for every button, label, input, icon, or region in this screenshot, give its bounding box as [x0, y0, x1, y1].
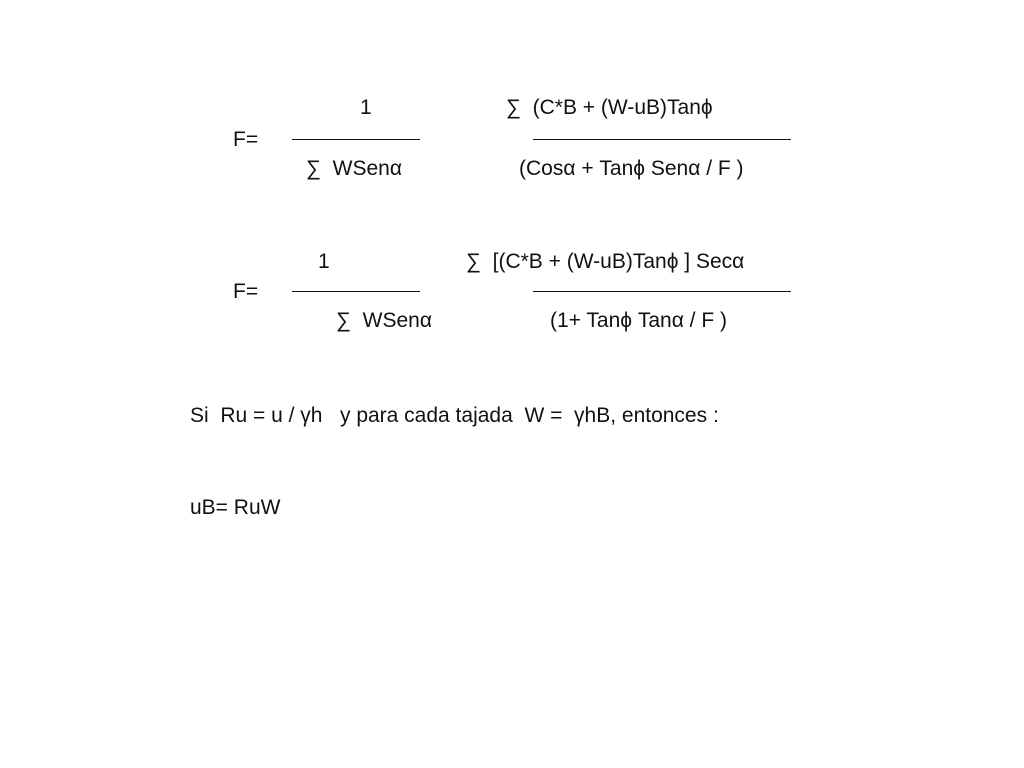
formula-1-fraction-1-bar: [292, 139, 420, 140]
formula-1-lhs: F=: [233, 128, 259, 151]
formula-2-fraction-2-bar: [533, 291, 791, 292]
formula-2-fraction-2-numerator: ∑ [(C*B + (W-uB)Tanϕ ] Secα: [466, 250, 745, 273]
formula-1-fraction-1-numerator: 1: [360, 96, 372, 119]
formula-1-fraction-2-bar: [533, 139, 791, 140]
formula-2-fraction-1-bar: [292, 291, 420, 292]
formula-2-fraction-1-denominator: ∑ WSenα: [336, 309, 432, 332]
statement-text: Si Ru = u / γh y para cada tajada W = γh…: [190, 404, 719, 427]
formula-2-fraction-1-numerator: 1: [318, 250, 330, 273]
formula-1-fraction-1-denominator: ∑ WSenα: [306, 157, 402, 180]
formula-2-fraction-2-denominator: (1+ Tanϕ Tanα / F ): [550, 309, 728, 332]
formula-2-lhs: F=: [233, 280, 259, 303]
result-text: uB= RuW: [190, 496, 281, 519]
formula-1-fraction-2-numerator: ∑ (C*B + (W-uB)Tanϕ: [506, 96, 713, 119]
formula-1-fraction-2-denominator: (Cosα + Tanϕ Senα / F ): [519, 157, 744, 180]
